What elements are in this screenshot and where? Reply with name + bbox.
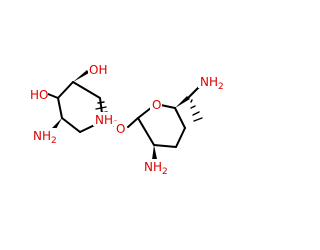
atom-label-oh-top: OH bbox=[88, 62, 108, 77]
ring-bond-c2p-c1p bbox=[137, 117, 155, 146]
wedge-bond-c5p-cside bbox=[175, 96, 190, 108]
nh2-sugar-text: NH2 bbox=[144, 160, 168, 177]
oh-top-text: OH bbox=[89, 63, 107, 77]
atom-label-ho-left: HO bbox=[28, 87, 48, 102]
wedge-bond-c1-oh bbox=[73, 70, 89, 82]
wedge-bond-c3-nh2 bbox=[52, 118, 62, 131]
hash-bond-cside-methyl bbox=[190, 99, 203, 122]
molecule-canvas: OH HO NH2 NH2 O O NH2 NH2 bbox=[28, 62, 226, 177]
o-bridge-text: O bbox=[116, 122, 125, 136]
o-ring-text: O bbox=[152, 98, 161, 112]
atom-label-nh2-left: NH2 bbox=[32, 128, 60, 146]
ring-bond-c4p-c3p bbox=[175, 127, 186, 148]
bond-o-c1p bbox=[127, 117, 139, 128]
ring-bond-c6-c1 bbox=[72, 81, 101, 99]
ring-bond-c3-c4 bbox=[61, 117, 81, 133]
nh2-side-text: NH2 bbox=[200, 75, 224, 92]
ring-bond-c5p-c4p bbox=[174, 107, 186, 129]
ring-bond-c3p-c2p bbox=[153, 144, 177, 148]
ring-bond-c2-c3 bbox=[57, 97, 63, 119]
bond-c2-ho bbox=[47, 93, 59, 99]
wedge-bond-c2p-nh2 bbox=[152, 145, 157, 160]
ring-bond-c1-c2 bbox=[57, 81, 74, 99]
nh2-left-text: NH2 bbox=[33, 129, 57, 146]
ho-left-text: HO bbox=[30, 88, 48, 102]
atom-label-nh2-sugar: NH2 bbox=[143, 159, 171, 177]
atom-label-o-ring: O bbox=[150, 97, 162, 112]
structure-drawing: OH HO NH2 NH2 O O NH2 NH2 bbox=[28, 62, 226, 177]
atom-label-nh2-side: NH2 bbox=[198, 74, 226, 92]
atom-label-o-bridge: O bbox=[114, 121, 126, 136]
